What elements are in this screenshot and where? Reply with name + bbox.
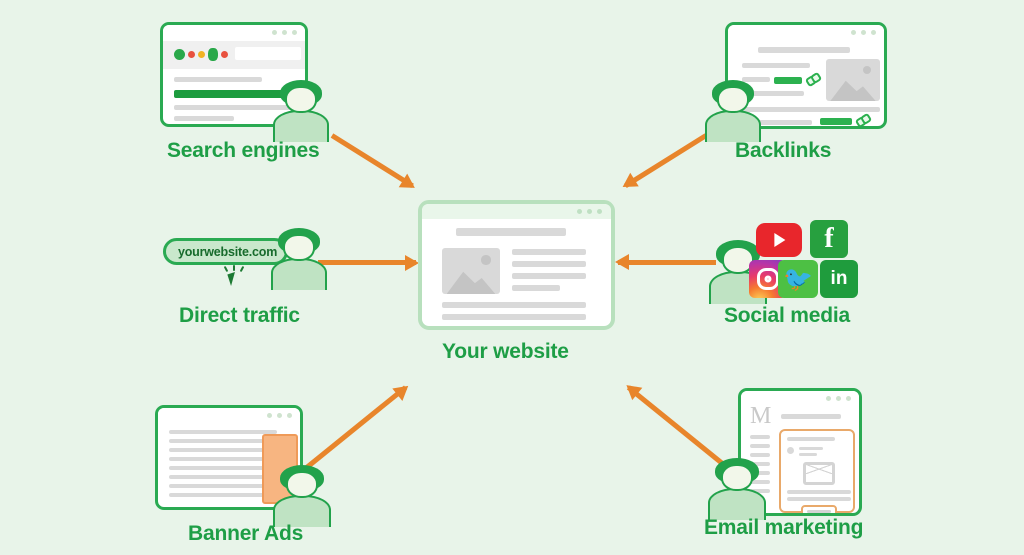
window-dots [826, 396, 851, 401]
content-line [169, 475, 277, 479]
content-line [742, 107, 880, 112]
search-results-browser-icon [160, 22, 308, 127]
link-chain-icon [804, 71, 823, 88]
click-ray [233, 265, 235, 271]
content-line [512, 273, 586, 279]
content-line [512, 261, 586, 267]
content-line [169, 439, 277, 443]
content-line [742, 91, 804, 96]
result-line [174, 105, 290, 110]
search-engine-logo-icon [174, 48, 228, 61]
window-dots [267, 413, 292, 418]
node-label-direct-traffic: Direct traffic [179, 304, 300, 327]
twitter-icon[interactable]: 🐦 [778, 260, 818, 298]
mail-logo: M [750, 403, 772, 429]
content-line [787, 497, 851, 501]
node-backlinks[interactable]: Backlinks [700, 22, 900, 167]
address-value: yourwebsite.com [178, 244, 278, 259]
content-line [512, 285, 560, 291]
avatar [705, 80, 761, 142]
avatar [708, 458, 766, 520]
content-line [799, 453, 817, 456]
youtube-icon[interactable] [756, 223, 802, 257]
avatar [271, 228, 327, 290]
browser-window-icon [418, 200, 615, 330]
click-ray [223, 265, 229, 273]
browser-title-bar [741, 391, 859, 407]
mouse-cursor-icon [227, 272, 239, 286]
window-dots [577, 209, 602, 214]
node-direct-traffic[interactable]: yourwebsite.com Direct traffic [163, 228, 343, 328]
search-input-box[interactable] [235, 47, 301, 60]
node-label-social-media: Social media [724, 304, 850, 327]
sender-avatar-icon [787, 447, 794, 454]
content-line [799, 447, 823, 450]
twitter-bird-icon: 🐦 [783, 265, 813, 293]
content-line [742, 120, 812, 125]
sidebar-line [750, 480, 770, 484]
content-line [169, 457, 277, 461]
node-label-banner-ads: Banner Ads [188, 522, 304, 545]
image-placeholder-icon [442, 248, 500, 294]
content-line [781, 414, 841, 419]
sidebar-line [750, 435, 770, 439]
browser-title-bar [158, 408, 300, 424]
node-label-email-marketing: Email marketing [704, 516, 864, 539]
content-line [169, 448, 277, 452]
content-line [169, 430, 277, 434]
page-title-line [456, 228, 566, 236]
backlinks-browser-icon [725, 22, 887, 129]
content-line [169, 484, 277, 488]
facebook-icon[interactable]: f [810, 220, 848, 258]
node-label-your-website: Your website [442, 340, 569, 363]
avatar [273, 465, 331, 527]
sidebar-line [750, 462, 770, 466]
email-message-card[interactable] [779, 429, 855, 513]
address-bar-icon[interactable]: yourwebsite.com [163, 238, 288, 265]
content-line [758, 47, 850, 53]
window-dots [851, 30, 876, 35]
node-search-engines[interactable]: Search engines [155, 22, 345, 167]
banner-ad-browser-icon [155, 405, 303, 510]
linkedin-in-glyph: in [830, 268, 848, 289]
arrow-direct-traffic-to-center [318, 260, 416, 265]
content-line [787, 437, 835, 441]
link-chain-icon [854, 112, 873, 126]
backlink-bar [820, 118, 852, 125]
content-line [442, 314, 586, 320]
result-line [174, 116, 234, 121]
result-highlight-line [174, 90, 290, 98]
backlink-bar [774, 77, 802, 84]
window-dots [272, 30, 297, 35]
content-line [169, 493, 277, 497]
content-line [742, 77, 770, 82]
node-email-marketing[interactable]: M Email marketing [700, 388, 900, 548]
node-label-search-engines: Search engines [167, 139, 320, 162]
sidebar-line [750, 444, 770, 448]
browser-title-bar [163, 25, 305, 41]
node-social-media[interactable]: 🐦 f in Social media [705, 218, 885, 328]
email-cta-button[interactable] [801, 505, 837, 513]
sidebar-line [750, 453, 770, 457]
content-line [442, 302, 586, 308]
node-banner-ads[interactable]: Banner Ads [155, 405, 355, 550]
image-placeholder-icon [826, 59, 880, 101]
result-line [174, 77, 262, 82]
envelope-icon [803, 462, 835, 485]
sidebar-line [750, 471, 770, 475]
avatar [273, 80, 329, 142]
content-line [787, 490, 851, 494]
arrow-backlinks-to-center [624, 133, 708, 188]
node-label-backlinks: Backlinks [735, 139, 832, 162]
linkedin-icon[interactable]: in [820, 260, 858, 298]
content-line [512, 249, 586, 255]
sidebar-line [750, 489, 770, 493]
facebook-f-glyph: f [824, 223, 834, 254]
browser-title-bar [728, 25, 884, 41]
content-line [742, 63, 810, 68]
arrow-social-media-to-center [618, 260, 716, 265]
browser-title-bar [422, 204, 611, 219]
content-line [169, 466, 277, 470]
node-your-website[interactable]: Your website [418, 200, 618, 370]
